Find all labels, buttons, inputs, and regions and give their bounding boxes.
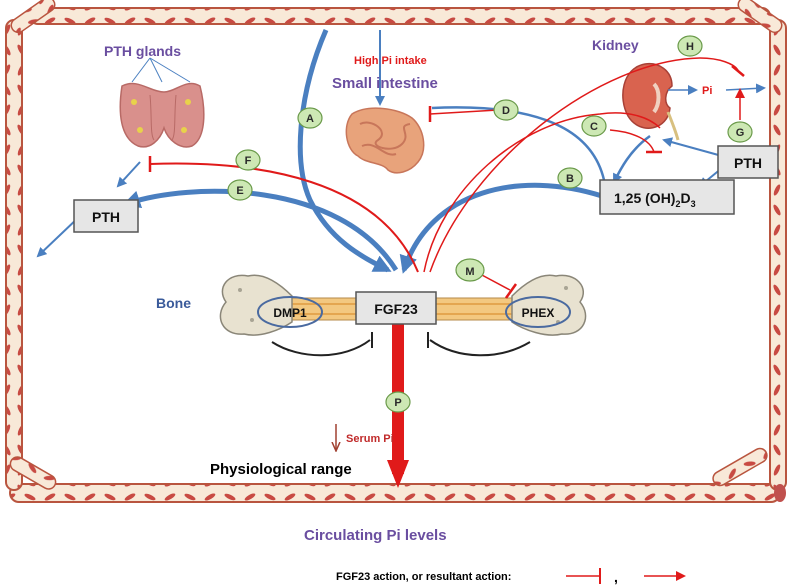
legend: FGF23 action, or resultant action: , [336,568,686,585]
marker-e: E [227,179,253,201]
arrow-pth-left-out [36,215,81,258]
high-pi-intake-label: High Pi intake [354,55,427,67]
svg-text:P: P [394,397,401,409]
circulating-pi-label: Circulating Pi levels [304,527,447,544]
vessel-bottom [9,483,781,503]
svg-text:F: F [245,155,252,167]
inhibit-d-intestine [429,109,499,115]
vessel-left [5,19,23,491]
svg-text:D: D [502,105,510,117]
svg-text:M: M [465,266,474,278]
dmp1-label: DMP1 [273,306,307,320]
marker-a: A [297,107,323,129]
arrow-kidney-to-vitd [612,134,651,184]
svg-text:E: E [236,185,243,197]
vessel-right [769,19,787,491]
small-intestine-icon [345,107,425,174]
small-intestine-label: Small intestine [332,75,438,92]
svg-text:B: B [566,173,574,185]
kidney-label: Kidney [592,37,639,53]
inhibit-f-fgf23-to-gland [149,162,419,273]
vessel-corner-br [712,447,768,487]
inhibit-m-to-phex [479,273,511,291]
kidney-icon [622,62,680,141]
phex-label: PHEX [522,306,555,320]
vessel-corner-tl [10,0,56,34]
marker-d: D [493,99,519,121]
physiological-range-label: Physiological range [210,461,352,478]
pth-box-right: PTH [717,145,779,179]
pth-box-left: PTH [73,199,139,233]
svg-text:H: H [686,41,694,53]
marker-f: F [235,149,261,171]
arrow-a-intestine-to-fgf23 [297,29,392,273]
pth-left-label: PTH [92,209,120,225]
dmp1-oval: DMP1 [257,296,323,328]
inhibit-c-to-vitd [609,129,655,153]
serum-pi-label: Serum Pi [346,433,394,445]
fgf23-label: FGF23 [374,301,418,317]
bone-inhibition-curves [271,332,531,357]
phex-oval: PHEX [505,296,571,328]
vessel-top [29,7,771,25]
pth-glands-label: PTH glands [104,43,181,59]
arrow-b-vitd-to-fgf23 [399,182,603,274]
marker-g: G [727,121,753,143]
svg-text:A: A [306,113,314,125]
vessel-cut-end [774,484,786,502]
marker-h: H [677,35,703,57]
marker-m: M [455,258,485,282]
inhibit-h-fgf23-to-kidney [429,57,739,273]
svg-text:G: G [736,127,745,139]
arrow-pth-right-to-kidney [662,137,723,157]
marker-p: P [385,391,411,413]
arrow-pi-right [725,83,766,94]
kidney-pi-label: Pi [702,85,712,97]
parathyroid-glands-icon [119,82,205,148]
arrow-vitd-to-intestine [431,106,606,181]
arrow-e-fgf23-to-pth [122,188,399,272]
inhibit-h-bar [731,65,745,77]
vitamin-d-label: 1,25 (OH)2D3 [614,190,696,209]
legend-text: FGF23 action, or resultant action: [336,571,511,583]
arrow-gland-to-pth [116,161,141,188]
fgf23-box: FGF23 [355,291,437,325]
vitamin-d-box: 1,25 (OH)2D3 [599,179,735,215]
inhibit-d-fgf23-to-intestine [423,112,661,273]
marker-c: C [581,115,607,137]
vessel-frame [5,0,787,503]
legend-separator: , [614,569,618,585]
inhibit-m-bar [504,283,518,299]
vessel-corner-tr [737,0,783,34]
svg-text:C: C [590,121,598,133]
bone-label: Bone [156,295,191,311]
marker-b: B [557,167,583,189]
gland-pointer-lines [131,57,191,83]
pth-right-label: PTH [734,155,762,171]
vessel-corner-bl [9,456,57,490]
